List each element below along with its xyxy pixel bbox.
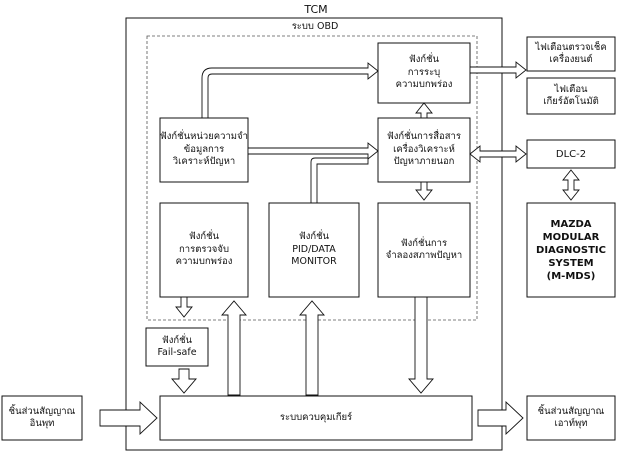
pid-label: ฟังก์ชั่น PID/DATA MONITOR — [291, 231, 337, 268]
arrow-memory-to-identify — [201, 62, 379, 119]
arrow-simulate-to-gear — [408, 296, 434, 394]
arrow-comm-to-simulate — [415, 181, 433, 201]
warning-at-box — [526, 77, 616, 115]
identify-label: ฟังก์ชั่น การระบุ ความบกพร่อง — [395, 54, 453, 91]
mmds-label: MAZDA MODULAR DIAGNOSTIC SYSTEM (M-MDS) — [536, 218, 606, 282]
input-box — [1, 395, 83, 441]
memory-label: ฟังก์ชั่นหน่วยความจำ ข้อมูลการ วิเคราะห์… — [160, 131, 248, 168]
warning-engine-box — [526, 36, 616, 72]
arrow-gear-to-pid — [299, 300, 325, 396]
obd-label: ระบบ OBD — [291, 20, 339, 32]
detect-label: ฟังก์ชั่น การตรวจจับ ความบกพร่อง — [175, 231, 233, 268]
failsafe-box — [145, 327, 209, 367]
arrow-dlc-mmds — [562, 169, 580, 201]
tcm-label: TCM — [304, 2, 328, 16]
gear-control-box — [159, 395, 473, 441]
arrow-detect-to-failsafe — [175, 296, 193, 318]
simulate-box — [377, 202, 471, 298]
comm-box — [377, 117, 471, 183]
warning-at-label: ไฟเตือน เกียร์อัตโนมัติ — [543, 83, 599, 107]
output-label: ชิ้นส่วนสัญญาณ เอาท์พุท — [537, 405, 605, 429]
detect-box — [159, 202, 249, 298]
dlc-label: DLC-2 — [555, 148, 587, 160]
mmds-box — [526, 202, 616, 298]
arrow-gear-to-output — [477, 400, 524, 436]
gear-control-label: ระบบควบคุมเกียร์ — [279, 411, 353, 423]
arrow-input-to-gear — [99, 400, 158, 436]
arrow-pid-to-comm — [310, 157, 369, 204]
comm-label: ฟังก์ชั่นการสื่อสาร เครื่องวิเคราะห์ ปัญ… — [387, 131, 461, 168]
arrow-failsafe-to-gear — [171, 368, 197, 394]
arrow-memory-to-comm — [247, 142, 379, 160]
input-label: ชิ้นส่วนสัญญาณ อินพุท — [8, 405, 76, 429]
output-box — [526, 395, 616, 441]
pid-box — [268, 202, 360, 298]
identify-box — [377, 42, 471, 104]
arrow-gear-to-detect — [221, 300, 247, 396]
arrow-comm-dlc — [469, 145, 527, 163]
tcm-box — [125, 17, 503, 451]
dlc-box — [526, 139, 616, 169]
arrow-identify-to-warning — [469, 61, 527, 79]
failsafe-label: ฟังก์ชั่น Fail-safe — [157, 334, 197, 358]
obd-box — [146, 35, 478, 321]
arrow-comm-to-identify — [415, 102, 433, 119]
warning-engine-label: ไฟเตือนตรวจเช็ค เครื่องยนต์ — [535, 41, 607, 65]
simulate-label: ฟังก์ชั่นการ จำลองสภาพปัญหา — [385, 237, 463, 261]
